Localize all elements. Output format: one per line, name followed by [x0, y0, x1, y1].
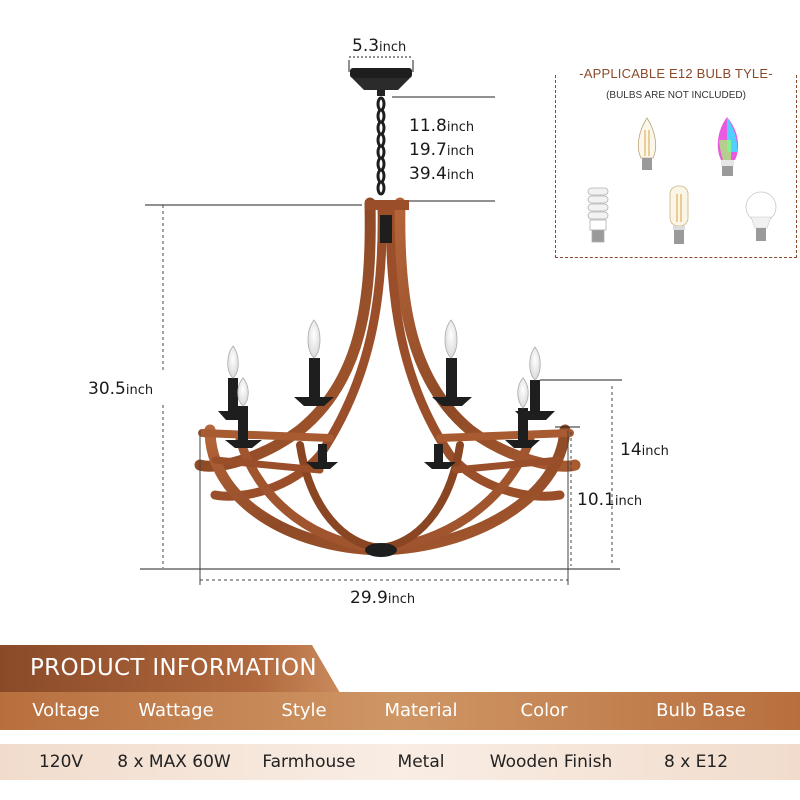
spec-value: Wooden Finish	[489, 752, 613, 772]
hanging-chain	[376, 96, 386, 196]
ceiling-canopy	[350, 68, 412, 96]
filament-candle-bulb-icon	[637, 117, 657, 170]
spec-value: 120V	[38, 752, 84, 772]
spec-value: 8 x MAX 60W	[117, 752, 231, 772]
chain-length-label: 11.8inch	[409, 116, 475, 136]
spec-header: Color	[520, 700, 568, 721]
body-height-label: 30.5inch	[88, 379, 154, 399]
chain-length-label: 19.7inch	[409, 140, 475, 160]
bottom-finial	[365, 543, 397, 557]
width-label: 29.9inch	[350, 588, 416, 608]
applicable-bulb-panel	[555, 75, 797, 258]
spec-header: Voltage	[32, 700, 100, 721]
spec-header-row: Voltage Wattage Style Material Color Bul…	[0, 692, 800, 730]
spec-value-row: 120V 8 x MAX 60W Farmhouse Metal Wooden …	[0, 744, 800, 780]
arm-height-label: 14inch	[620, 440, 669, 460]
tubular-filament-bulb-icon	[669, 185, 689, 244]
led-globe-bulb-icon	[745, 191, 777, 241]
spec-header: Bulb Base	[656, 700, 746, 721]
spec-header: Wattage	[138, 700, 214, 721]
lower-height-label: 10.1inch	[577, 490, 643, 510]
chandelier-illustration	[140, 56, 777, 585]
spec-value: 8 x E12	[663, 752, 729, 772]
bulb-panel-title: -APPLICABLE E12 BULB TYLE-	[556, 66, 796, 81]
product-info-banner	[0, 645, 340, 693]
spec-header: Material	[384, 700, 458, 721]
canopy-width-label: 5.3inch	[352, 36, 407, 56]
wooden-frame	[194, 197, 581, 556]
bulb-panel-subtitle: (BULBS ARE NOT INCLUDED)	[606, 90, 746, 101]
product-info-title: PRODUCT INFORMATION	[30, 655, 317, 681]
spec-value: Metal	[397, 752, 445, 772]
candle-lights	[218, 319, 555, 469]
chain-length-label: 39.4inch	[409, 164, 475, 184]
spiral-cfl-bulb-icon	[587, 187, 609, 243]
rgb-candle-bulb-icon	[717, 117, 739, 176]
spec-value: Farmhouse	[262, 752, 356, 772]
spec-header: Style	[281, 700, 327, 721]
